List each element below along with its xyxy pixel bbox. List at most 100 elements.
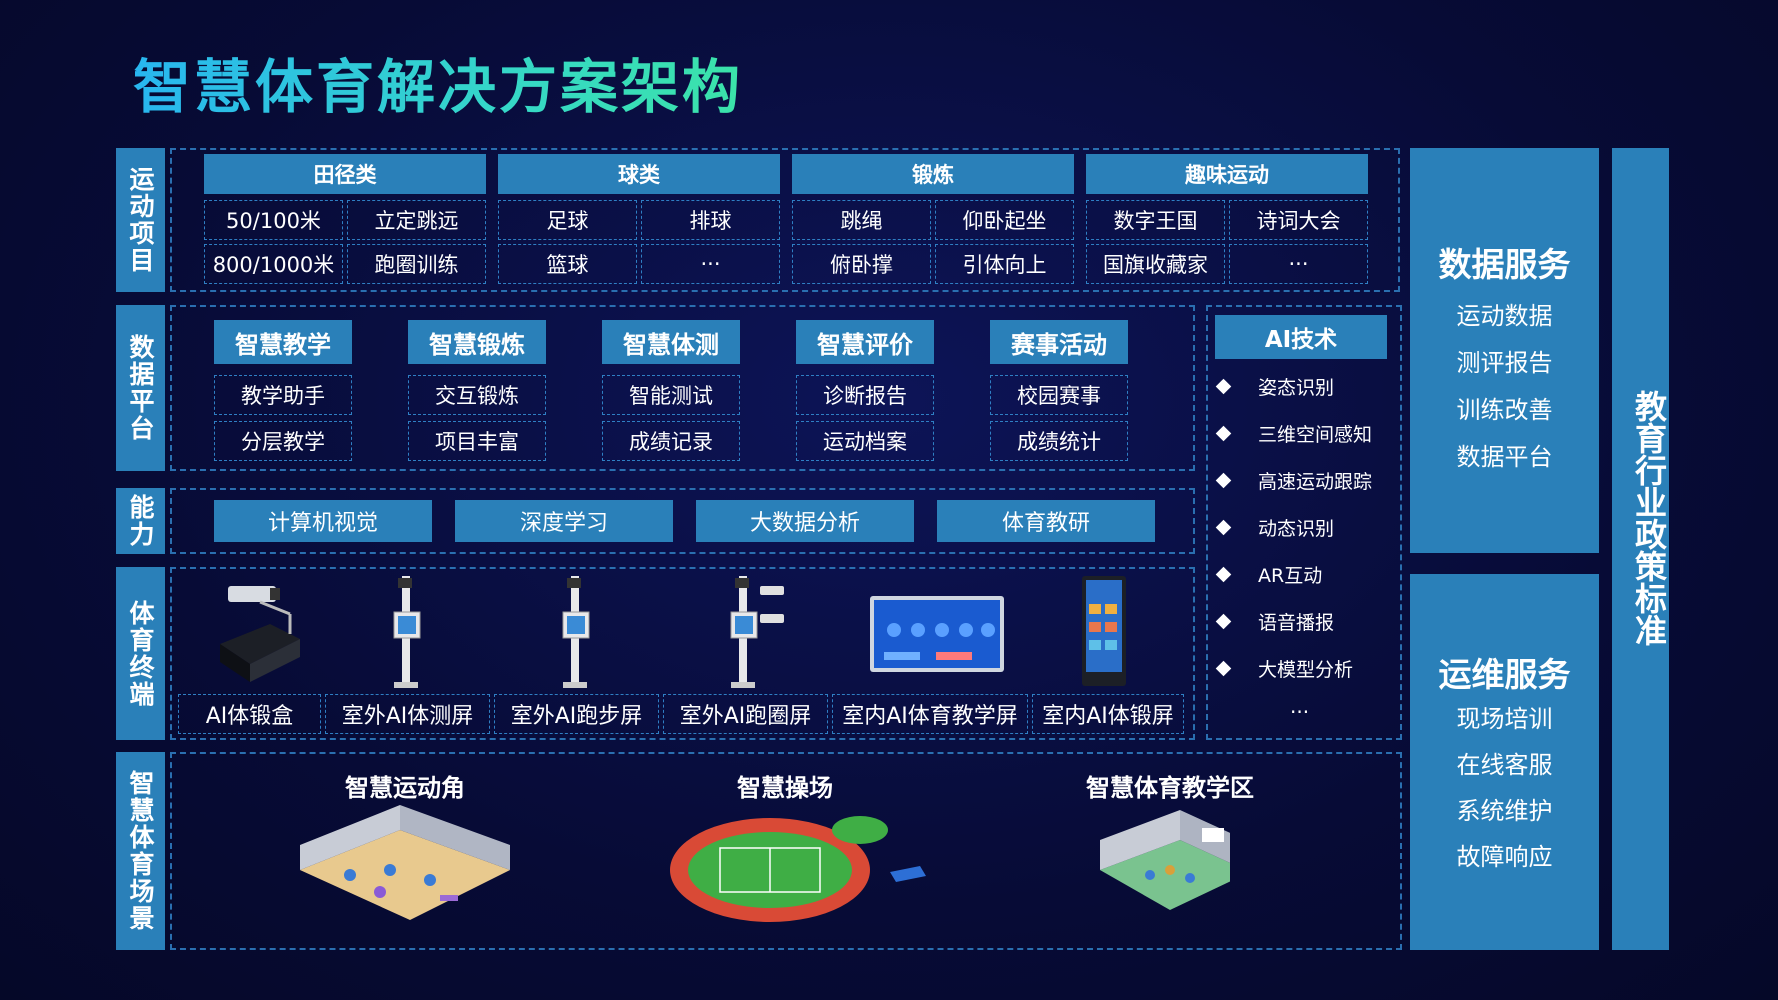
ai-tech-header: AI技术	[1215, 315, 1387, 359]
sports-item: 篮球	[498, 244, 637, 284]
ability-item: 大数据分析	[696, 500, 914, 542]
scene-title: 智慧运动角	[345, 774, 465, 802]
sports-item: 800/1000米	[204, 244, 343, 284]
terminal-label: AI体锻盒	[178, 694, 321, 734]
terminal-label: 室内AI体育教学屏	[832, 694, 1028, 734]
ops-service-panel	[1410, 574, 1599, 950]
scene-title: 智慧操场	[737, 774, 833, 802]
teaching-area-illustration	[1100, 810, 1230, 910]
terminal-label: 室内AI体锻屏	[1032, 694, 1184, 734]
sports-corner-illustration	[300, 805, 510, 920]
sports-item: 俯卧撑	[792, 244, 931, 284]
ai-tech-item: 语音播报	[1215, 608, 1335, 634]
diamond-bullet-icon	[1215, 378, 1232, 394]
ability-item: 计算机视觉	[214, 500, 432, 542]
ai-tech-panel	[1206, 305, 1402, 740]
data-service-panel	[1410, 148, 1599, 553]
ai-tech-more: ···	[1290, 700, 1310, 724]
sports-item: 跳绳	[792, 200, 931, 240]
ai-tech-item-label: 大模型分析	[1258, 658, 1354, 681]
data-service-item: 数据平台	[1456, 443, 1553, 471]
ops-service-title: 运维服务	[1438, 655, 1571, 694]
playground-illustration	[670, 816, 926, 922]
policy-label: 教育行业政策标准	[1630, 390, 1668, 646]
platform-module-item: 分层教学	[214, 421, 352, 461]
sports-category-header: 锻炼	[792, 154, 1074, 194]
platform-module-header: 智慧评价	[796, 320, 934, 364]
ops-service-item: 故障响应	[1456, 843, 1553, 871]
sports-category-header: 趣味运动	[1086, 154, 1368, 194]
data-service-item: 运动数据	[1456, 302, 1553, 330]
platform-module-header: 智慧锻炼	[408, 320, 546, 364]
terminal-panel	[170, 567, 1195, 740]
ai-tech-item: 姿态识别	[1215, 373, 1335, 399]
terminal-label: 室外AI体测屏	[325, 694, 490, 734]
row-label-sports: 运动项目	[116, 148, 165, 292]
sports-panel	[170, 148, 1400, 292]
diamond-bullet-icon	[1215, 566, 1232, 582]
sports-item: 排球	[641, 200, 780, 240]
ai-tech-item-label: 高速运动跟踪	[1258, 470, 1373, 493]
ability-item: 深度学习	[455, 500, 673, 542]
ai-tech-item: 动态识别	[1215, 514, 1335, 540]
ai-box-device-icon	[220, 586, 300, 682]
platform-module-item: 校园赛事	[990, 375, 1128, 415]
ai-tech-item: 高速运动跟踪	[1215, 467, 1373, 493]
row-label-ability: 能力	[116, 488, 165, 554]
platform-module-item: 项目丰富	[408, 421, 546, 461]
sports-item: 诗词大会	[1229, 200, 1368, 240]
platform-module-item: 智能测试	[602, 375, 740, 415]
ai-tech-item-label: 动态识别	[1258, 517, 1335, 540]
diamond-bullet-icon	[1215, 613, 1232, 629]
ops-service-item: 系统维护	[1456, 797, 1553, 825]
platform-module-item: 运动档案	[796, 421, 934, 461]
ability-item: 体育教研	[937, 500, 1155, 542]
outdoor-running-screen-icon	[562, 576, 590, 688]
diamond-bullet-icon	[1215, 660, 1232, 676]
sports-item: 立定跳远	[347, 200, 486, 240]
ops-service-item: 在线客服	[1456, 751, 1553, 779]
sports-item: 仰卧起坐	[935, 200, 1074, 240]
diamond-bullet-icon	[1215, 519, 1232, 535]
ai-tech-item: 大模型分析	[1215, 655, 1354, 681]
sports-item: ···	[1229, 244, 1368, 284]
sports-item: 国旗收藏家	[1086, 244, 1225, 284]
sports-item: 50/100米	[204, 200, 343, 240]
scene-title: 智慧体育教学区	[1086, 774, 1254, 802]
scene-panel	[170, 752, 1402, 950]
ai-tech-item: AR互动	[1215, 561, 1323, 587]
platform-module-item: 教学助手	[214, 375, 352, 415]
policy-panel	[1612, 148, 1669, 950]
sports-item: 引体向上	[935, 244, 1074, 284]
outdoor-lap-screen-icon	[730, 576, 784, 688]
ai-tech-item: 三维空间感知	[1215, 420, 1373, 446]
indoor-teaching-screen-icon	[870, 596, 1004, 672]
terminal-illustrations	[220, 576, 1126, 688]
diamond-bullet-icon	[1215, 472, 1232, 488]
platform-module-item: 成绩记录	[602, 421, 740, 461]
row-label-platform: 数据平台	[116, 305, 165, 471]
sports-item: ···	[641, 244, 780, 284]
sports-item: 跑圈训练	[347, 244, 486, 284]
sports-item: 数字王国	[1086, 200, 1225, 240]
scene-illustrations	[300, 805, 1230, 922]
ops-service-item: 现场培训	[1456, 705, 1553, 733]
row-label-terminal: 体育终端	[116, 567, 165, 740]
data-service-item: 测评报告	[1456, 349, 1553, 377]
terminal-label: 室外AI跑步屏	[494, 694, 659, 734]
sports-item: 足球	[498, 200, 637, 240]
ai-tech-item-label: AR互动	[1258, 564, 1323, 587]
platform-module-header: 智慧教学	[214, 320, 352, 364]
platform-module-item: 诊断报告	[796, 375, 934, 415]
ai-tech-item-label: 语音播报	[1258, 611, 1335, 634]
terminal-label: 室外AI跑圈屏	[663, 694, 828, 734]
platform-module-header: 赛事活动	[990, 320, 1128, 364]
ai-tech-item-label: 姿态识别	[1258, 376, 1335, 399]
ability-panel	[170, 488, 1195, 554]
sports-category-header: 球类	[498, 154, 780, 194]
ai-tech-item-label: 三维空间感知	[1258, 423, 1373, 446]
data-service-title: 数据服务	[1438, 245, 1571, 284]
platform-module-item: 成绩统计	[990, 421, 1128, 461]
platform-module-header: 智慧体测	[602, 320, 740, 364]
outdoor-test-screen-icon	[393, 576, 421, 688]
